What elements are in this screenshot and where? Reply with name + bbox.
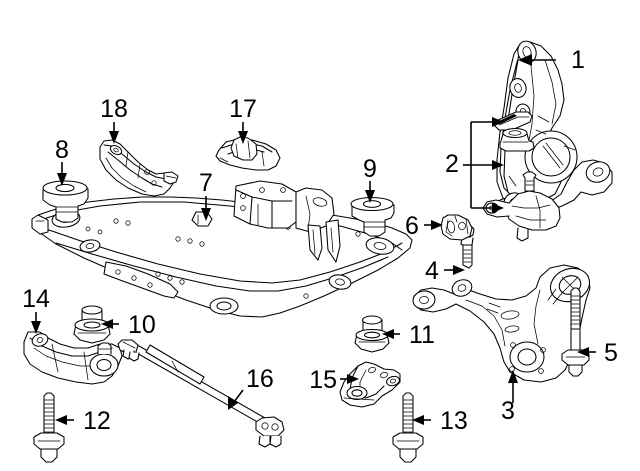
part-suspension-brace-rod — [117, 339, 285, 448]
callout-label-14: 14 — [22, 285, 50, 313]
callout-label-11: 11 — [409, 321, 435, 349]
part-subframe-stay-bracket — [339, 361, 401, 408]
callout-label-9: 9 — [363, 155, 377, 183]
part-subframe-mount-bolt-left — [33, 392, 65, 463]
part-subframe-reinforcement-plate — [99, 139, 179, 197]
part-retainer-clip — [440, 214, 473, 241]
part-subframe-cushion-lower-right — [354, 315, 390, 353]
part-engine-crossmember-subframe — [31, 180, 413, 318]
callout-label-16: 16 — [246, 365, 274, 393]
callout-numbers: 1 2 3 4 5 6 7 8 9 10 11 12 13 14 15 16 1… — [22, 46, 618, 435]
callout-label-7: 7 — [199, 169, 213, 197]
callout-leaders — [31, 54, 596, 425]
part-rear-suspension-member-brace — [23, 331, 123, 385]
callout-label-18: 18 — [100, 95, 128, 123]
callout-label-10: 10 — [128, 311, 156, 339]
callout-label-6: 6 — [405, 212, 419, 240]
callout-label-5: 5 — [604, 339, 618, 367]
part-front-stopper-cushion — [215, 136, 281, 171]
callout-label-8: 8 — [55, 136, 69, 164]
callout-label-13: 13 — [440, 407, 468, 435]
part-lower-control-arm — [412, 264, 591, 383]
callout-label-15: 15 — [309, 366, 337, 394]
callout-label-3: 3 — [501, 397, 515, 425]
callout-label-4: 4 — [425, 257, 439, 285]
part-lower-ball-joint — [482, 171, 561, 242]
callout-label-1: 1 — [571, 46, 585, 74]
callout-label-17: 17 — [229, 95, 257, 123]
part-subframe-mount-bolt-right — [392, 392, 424, 463]
callout-label-12: 12 — [83, 407, 111, 435]
part-subframe-cushion-upper-left — [42, 180, 89, 223]
part-ball-joint-boot — [499, 127, 535, 152]
callout-label-2: 2 — [445, 150, 459, 178]
part-subframe-cushion-lower-left — [73, 305, 111, 344]
